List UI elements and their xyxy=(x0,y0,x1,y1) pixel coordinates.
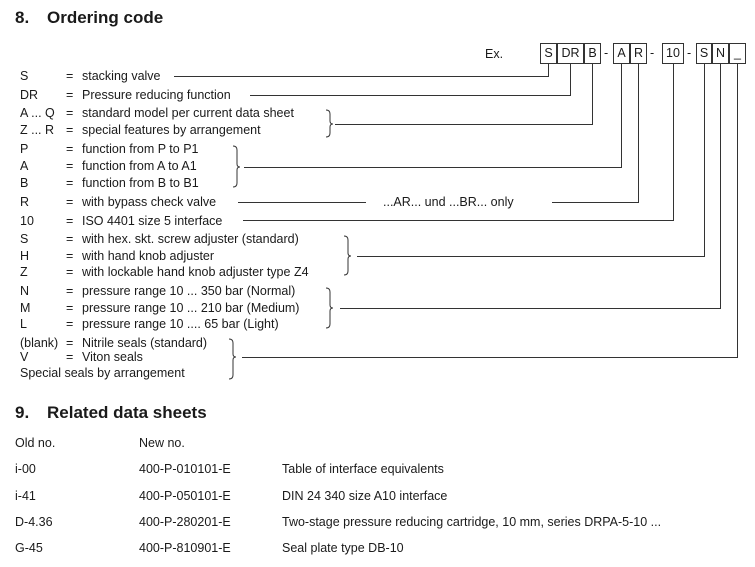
section-8-title: Ordering code xyxy=(47,8,164,27)
old-number: i-41 xyxy=(15,489,36,503)
code-description: with lockable hand knob adjuster type Z4 xyxy=(82,265,309,279)
code-description: Viton seals xyxy=(82,350,143,364)
code-key: P xyxy=(20,142,29,156)
code-key: DR xyxy=(20,88,39,102)
equals-sign: = xyxy=(66,159,74,173)
code-description: pressure range 10 ... 350 bar (Normal) xyxy=(82,284,296,298)
new-number: 400-P-810901-E xyxy=(139,541,231,555)
code-key: S xyxy=(20,69,29,83)
code-box-flow: A xyxy=(613,43,630,64)
equals-sign: = xyxy=(66,265,74,279)
code-description: standard model per current data sheet xyxy=(82,106,294,120)
code-description: pressure range 10 ... 210 bar (Medium) xyxy=(82,301,300,315)
code-box-bypass: R xyxy=(630,43,647,64)
new-number: 400-P-010101-E xyxy=(139,462,231,476)
code-key: M xyxy=(20,301,31,315)
code-box-size: 10 xyxy=(662,43,684,64)
equals-sign: = xyxy=(66,232,74,246)
sheet-description: Seal plate type DB-10 xyxy=(282,541,404,555)
equals-sign: = xyxy=(66,123,74,137)
code-description: Pressure reducing function xyxy=(82,88,231,102)
code-dash: - xyxy=(604,46,609,60)
equals-sign: = xyxy=(66,284,74,298)
bypass-note: ...AR... und ...BR... only xyxy=(383,195,514,209)
equals-sign: = xyxy=(66,106,74,120)
sheet-description: Table of interface equivalents xyxy=(282,462,444,476)
code-description: with hand knob adjuster xyxy=(82,249,215,263)
code-key: A ... Q xyxy=(20,106,55,120)
code-dash: - xyxy=(687,46,692,60)
code-key: 10 xyxy=(20,214,34,228)
section-9-number: 9. xyxy=(15,403,30,422)
code-description: pressure range 10 .... 65 bar (Light) xyxy=(82,317,279,331)
old-number: G-45 xyxy=(15,541,43,555)
code-description: with bypass check valve xyxy=(82,195,217,209)
equals-sign: = xyxy=(66,69,74,83)
equals-sign: = xyxy=(66,214,74,228)
code-box-adjuster: S xyxy=(696,43,712,64)
code-key: L xyxy=(20,317,27,331)
code-box-pressure: N xyxy=(712,43,729,64)
code-box-seals: _ xyxy=(729,43,746,64)
equals-sign: = xyxy=(66,176,74,190)
old-number: i-00 xyxy=(15,462,36,476)
code-description: function from A to A1 xyxy=(82,159,197,173)
code-box-stacking: S xyxy=(540,43,557,64)
code-key: B xyxy=(20,176,29,190)
sheet-description: Two-stage pressure reducing cartridge, 1… xyxy=(282,515,662,529)
code-description: ISO 4401 size 5 interface xyxy=(82,214,223,228)
code-description: with hex. skt. screw adjuster (standard) xyxy=(82,232,299,246)
section-8-heading: 8. Ordering code xyxy=(15,8,163,28)
equals-sign: = xyxy=(66,301,74,315)
equals-sign: = xyxy=(66,336,74,350)
sheet-description: DIN 24 340 size A10 interface xyxy=(282,489,448,503)
equals-sign: = xyxy=(66,350,74,364)
code-key: S xyxy=(20,232,29,246)
column-header-old-no: Old no. xyxy=(15,436,56,450)
code-description: function from P to P1 xyxy=(82,142,199,156)
code-description: Nitrile seals (standard) xyxy=(82,336,208,350)
new-number: 400-P-280201-E xyxy=(139,515,231,529)
code-key: N xyxy=(20,284,30,298)
equals-sign: = xyxy=(66,317,74,331)
code-description: Special seals by arrangement xyxy=(20,366,185,380)
new-number: 400-P-050101-E xyxy=(139,489,231,503)
code-key: A xyxy=(20,159,29,173)
old-number: D-4.36 xyxy=(15,515,53,529)
code-box-function: DR xyxy=(557,43,584,64)
code-key: Z ... R xyxy=(20,123,55,137)
code-key: R xyxy=(20,195,30,209)
connector-lines xyxy=(174,64,738,380)
code-key: Z xyxy=(20,265,28,279)
code-description: stacking valve xyxy=(82,69,161,83)
section-9-title: Related data sheets xyxy=(47,403,207,422)
code-description: special features by arrangement xyxy=(82,123,261,137)
code-key: V xyxy=(20,350,29,364)
equals-sign: = xyxy=(66,195,74,209)
code-description: function from B to B1 xyxy=(82,176,199,190)
equals-sign: = xyxy=(66,249,74,263)
equals-sign: = xyxy=(66,142,74,156)
section-9-heading: 9. Related data sheets xyxy=(15,403,207,423)
equals-sign: = xyxy=(66,88,74,102)
code-key: H xyxy=(20,249,30,263)
section-8-number: 8. xyxy=(15,8,30,27)
column-header-new-no: New no. xyxy=(139,436,185,450)
example-label: Ex. xyxy=(485,47,504,61)
code-box-model: B xyxy=(584,43,601,64)
code-key: (blank) xyxy=(20,336,59,350)
code-dash: - xyxy=(650,46,655,60)
